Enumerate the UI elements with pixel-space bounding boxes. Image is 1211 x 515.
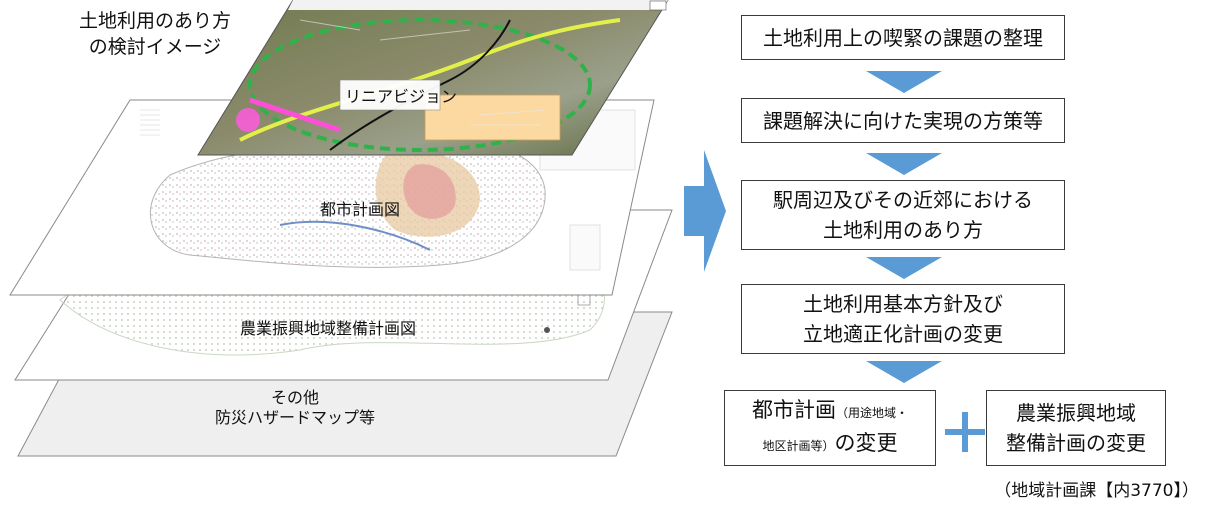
flow-arrow-2 [866, 153, 942, 175]
flow-step-3-line2: 土地利用のあり方 [823, 218, 983, 242]
outcome-agricultural-plan: 農業振興地域 整備計画の変更 [986, 390, 1166, 466]
outcome-agricultural-plan-line2: 整備計画の変更 [1006, 431, 1146, 455]
outcome-city-planning-sub2: 地区計画等） [762, 439, 835, 453]
diagram-title-line1: 土地利用のあり方 [78, 10, 231, 32]
flow-step-3-line1: 駅周辺及びその近郊における [773, 188, 1033, 212]
outcome-city-planning: 都市計画（用途地域・ 地区計画等）の変更 [724, 390, 936, 466]
layer-label-other-line2: 防災ハザードマップ等 [214, 408, 375, 427]
diagram-title: 土地利用のあり方 の検討イメージ [40, 8, 270, 60]
flow-step-4: 土地利用基本方針及び 立地適正化計画の変更 [741, 284, 1065, 354]
flow-step-4-line2: 立地適正化計画の変更 [803, 322, 1003, 346]
big-right-arrow [684, 150, 726, 272]
layer-label-linear-vision: リニアビジョン [345, 87, 458, 106]
layer-label-city-planning-map: 都市計画図 [319, 200, 400, 219]
outcome-city-planning-sub1: （用途地域・ [835, 406, 908, 420]
flow-step-3: 駅周辺及びその近郊における 土地利用のあり方 [741, 180, 1065, 250]
flow-arrow-4 [866, 361, 942, 383]
layer-label-other-line1: その他 [270, 388, 319, 407]
flow-step-1-text: 土地利用上の喫緊の課題の整理 [763, 25, 1043, 50]
outcome-agricultural-plan-line1: 農業振興地域 [1016, 401, 1136, 425]
outcome-city-planning-main1: 都市計画 [751, 398, 836, 422]
layer-linear-vision [197, 0, 669, 156]
outcome-city-planning-main2: の変更 [834, 431, 898, 455]
map-layers-stack [9, 0, 673, 457]
flow-step-2-text: 課題解決に向けた実現の方策等 [763, 108, 1043, 133]
flow-step-2: 課題解決に向けた実現の方策等 [741, 98, 1065, 143]
flow-arrow-3 [866, 257, 942, 279]
plus-icon [945, 412, 985, 452]
diagram-title-line2: の検討イメージ [88, 36, 222, 58]
layer-label-other: その他 防災ハザードマップ等 [170, 388, 420, 428]
flow-arrow-1 [866, 71, 942, 93]
footer-department-note: （地域計画課【内3770】） [994, 481, 1199, 501]
flow-step-4-line1: 土地利用基本方針及び [803, 292, 1003, 316]
layer-label-agricultural-plan: 農業振興地域整備計画図 [239, 319, 416, 338]
flow-step-1: 土地利用上の喫緊の課題の整理 [741, 15, 1065, 60]
